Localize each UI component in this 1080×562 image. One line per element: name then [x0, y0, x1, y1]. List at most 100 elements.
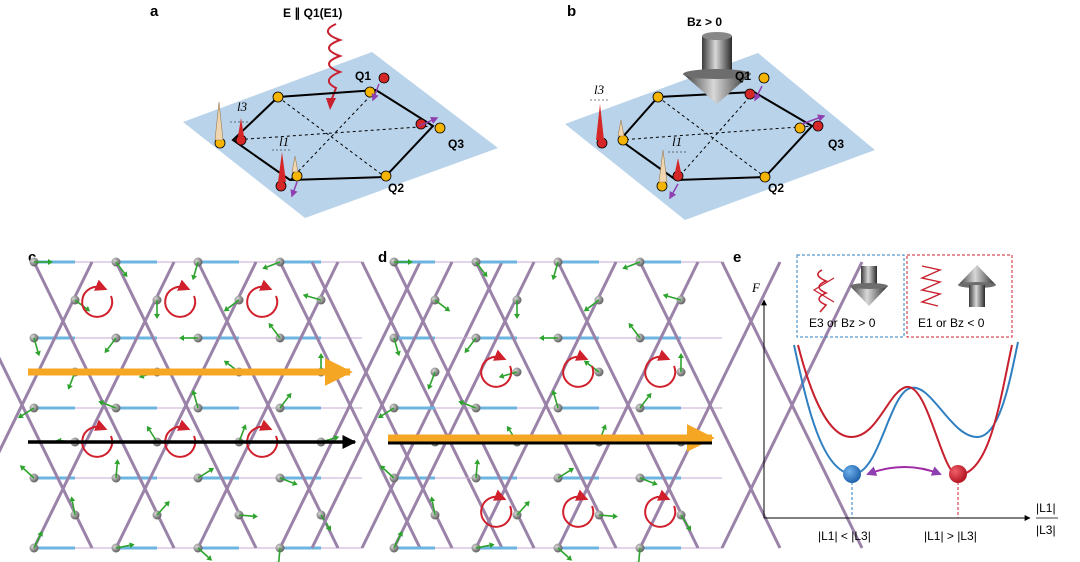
spin-arrowhead	[19, 465, 26, 471]
lattice-bond	[114, 261, 258, 549]
spin-arrow	[148, 429, 158, 443]
spikes-b	[590, 99, 688, 183]
spin-arrow	[557, 547, 569, 558]
spin-arrow	[115, 463, 119, 479]
energy-curve-blue	[793, 341, 1019, 476]
panel-e: e F |L1| |L3| E3 or Bz > 0 E1 or Bz < 0	[733, 249, 1058, 543]
legend-blue-text: E3 or Bz > 0	[809, 316, 876, 330]
spin-arrow	[431, 501, 436, 516]
spin-arrow	[307, 295, 322, 301]
diagonals-b	[619, 91, 813, 181]
spin-arrowhead	[17, 412, 24, 419]
wave-icon	[919, 265, 943, 307]
spin-arrowhead	[482, 271, 488, 278]
spin-arrowhead	[37, 530, 43, 537]
spin-arrowhead	[48, 259, 53, 265]
spin-arrowhead	[302, 293, 309, 300]
spin-arrowhead	[646, 392, 652, 399]
spin-arrowhead	[34, 350, 41, 357]
spin-arrow	[115, 544, 130, 549]
spin-arrowhead	[408, 259, 413, 265]
spin-arrowhead	[164, 500, 170, 507]
q3-label-b: Q3	[828, 137, 844, 151]
cone-arrow-down-icon	[683, 32, 751, 104]
loop-arrow-icon	[480, 489, 513, 528]
spin-arrow	[115, 261, 126, 274]
spin-arrowhead	[427, 383, 433, 390]
spin-arrowhead	[377, 412, 384, 419]
spin-arrow	[74, 299, 87, 310]
spin-arrowhead	[498, 372, 505, 379]
spin-arrow	[587, 299, 600, 310]
diagonals-a	[232, 89, 434, 181]
spin-arrow	[102, 402, 117, 409]
spin-arrowhead	[379, 465, 386, 471]
spin-arrow	[71, 501, 76, 516]
loop-arrow-icon	[644, 349, 677, 388]
spin-arrowhead	[444, 306, 451, 312]
spin-arrowhead	[551, 274, 558, 281]
spin-arrowhead	[223, 306, 230, 312]
spin-arrow	[197, 547, 209, 558]
loop-arrow-icon	[246, 279, 279, 318]
spin-arrowhead	[685, 525, 692, 532]
spin-arrow	[462, 402, 477, 409]
lattice-bond	[278, 261, 422, 549]
field-label-e: E ∥ Q1(E1)	[283, 6, 342, 20]
spin-arrowhead	[524, 500, 530, 507]
spin-arrowhead	[612, 513, 618, 520]
spin-arrowhead	[104, 347, 110, 354]
loop-arrow-icon	[480, 349, 513, 388]
spin-arrow	[630, 326, 641, 339]
legend-box-blue	[796, 254, 905, 338]
cone-arrow-down-icon	[850, 266, 888, 306]
spin-arrowhead	[628, 322, 634, 329]
spin-arrow	[106, 337, 117, 350]
spin-arrow	[429, 371, 436, 386]
panel-b: b Bz > 0	[565, 3, 875, 220]
spin-arrow	[383, 468, 395, 479]
spin-arrow	[277, 547, 281, 562]
current-loops-c	[81, 279, 279, 458]
spin-arrow	[393, 337, 399, 352]
spin-arrowhead	[318, 353, 324, 358]
tick-left: |L1| < |L3|	[818, 529, 871, 543]
spin-arrowhead	[458, 400, 465, 406]
spin-arrow	[33, 535, 41, 549]
spin-arrow	[466, 337, 477, 350]
spin-arrowhead	[252, 513, 258, 520]
cone-arrow-up-icon	[958, 265, 996, 307]
y-axis-label: F	[751, 280, 761, 295]
spin-arrow	[434, 299, 447, 310]
panel-c-label: c	[28, 249, 36, 266]
panel-a-label: a	[150, 3, 159, 20]
spin-arrow	[21, 407, 35, 417]
spin-arrow	[475, 463, 479, 479]
spin-arrow	[381, 407, 395, 417]
spin-arrow	[227, 299, 240, 310]
l1-label-a: l1	[279, 134, 289, 149]
loop-arrow-icon	[81, 279, 114, 318]
spin-arrow	[238, 514, 254, 518]
spin-arrow	[279, 396, 290, 409]
tick-right: |L1| > |L3|	[924, 529, 977, 543]
loop-arrow-icon	[164, 419, 197, 458]
spin-arrowhead	[69, 496, 76, 502]
spin-arrowhead	[429, 496, 436, 502]
legend-box-red	[906, 254, 1013, 338]
spin-arrowhead	[191, 389, 198, 396]
spin-arrowhead	[474, 459, 481, 465]
spin-arrowhead	[601, 424, 607, 431]
q1-label-b: Q1	[735, 69, 751, 83]
wave-icon	[812, 269, 835, 313]
current-loops-d	[480, 349, 677, 528]
field-label-b: Bz > 0	[687, 15, 722, 29]
energy-curve-red	[797, 344, 1013, 477]
panel-d-label: d	[378, 249, 387, 266]
spin-arrow	[553, 394, 559, 409]
spin-arrow	[680, 514, 690, 528]
spin-arrowhead	[397, 530, 403, 537]
panel-d: d	[310, 249, 864, 562]
q2-label-a: Q2	[388, 181, 404, 195]
panel-c: c	[0, 249, 504, 562]
